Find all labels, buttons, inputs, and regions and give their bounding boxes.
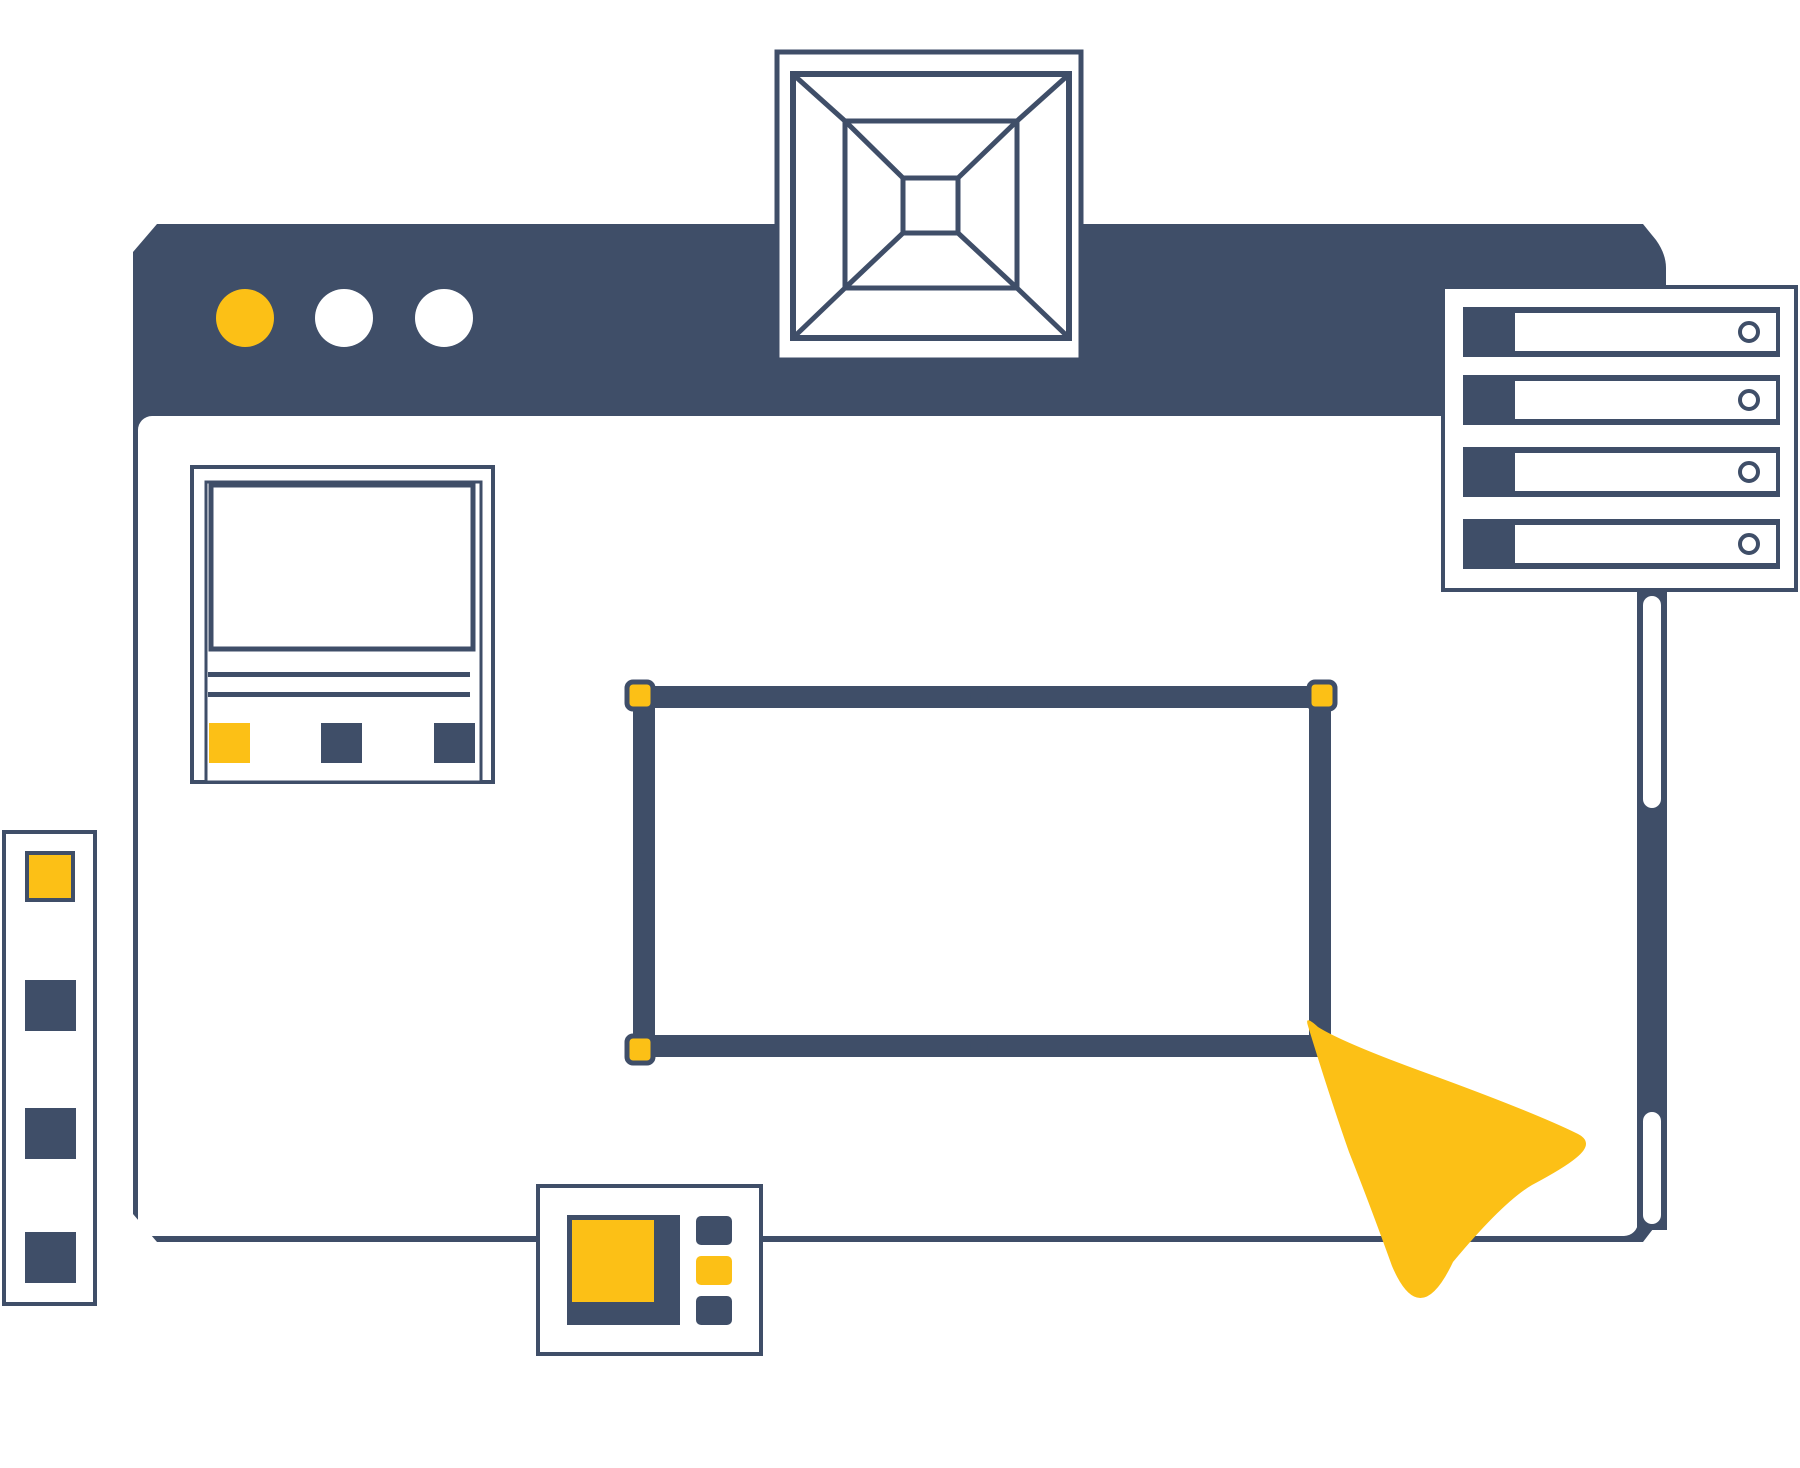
layer-thumbnail-front[interactable] [572, 1220, 654, 1302]
tool-item[interactable] [25, 980, 76, 1031]
scrollbar-thumb-lower [1643, 1112, 1661, 1224]
toggle-icon[interactable] [1738, 389, 1760, 411]
text-line [208, 692, 470, 697]
edge-handle[interactable] [1311, 863, 1329, 881]
maximize-dot[interactable] [415, 289, 473, 347]
resize-handle[interactable] [1306, 679, 1338, 712]
3d-box-icon [794, 75, 1068, 337]
color-swatch-navy[interactable] [321, 723, 362, 763]
toggle-icon[interactable] [1738, 533, 1760, 555]
tool-item[interactable] [25, 1108, 76, 1159]
preview-image-placeholder [208, 482, 476, 652]
edge-handle[interactable] [635, 863, 653, 881]
preview-card [190, 465, 495, 784]
minimize-dot[interactable] [315, 289, 373, 347]
edge-handle[interactable] [970, 1037, 988, 1055]
close-dot[interactable] [216, 289, 274, 347]
text-line [208, 672, 470, 677]
color-swatch-navy[interactable] [434, 723, 475, 763]
layers-card [536, 1184, 763, 1356]
scrollbar-thumb[interactable] [1643, 596, 1661, 808]
edge-handle[interactable] [970, 688, 988, 706]
toggle-icon[interactable] [1738, 321, 1760, 343]
toggle-icon[interactable] [1738, 461, 1760, 483]
3d-box-card [774, 49, 1084, 363]
resize-handle[interactable] [624, 1033, 656, 1066]
list-row[interactable] [1463, 307, 1780, 357]
cursor-arrow-icon [1307, 1020, 1586, 1299]
list-row[interactable] [1463, 375, 1780, 425]
layer-item-active[interactable] [696, 1256, 732, 1285]
list-row[interactable] [1463, 447, 1780, 497]
layer-item[interactable] [696, 1296, 732, 1325]
tool-item-active[interactable] [25, 851, 75, 902]
selection-frame[interactable] [624, 679, 1338, 1066]
resize-handle[interactable] [624, 679, 656, 712]
color-swatch-accent[interactable] [209, 723, 250, 763]
layer-item[interactable] [696, 1216, 732, 1245]
tool-item[interactable] [25, 1232, 76, 1283]
list-card [1441, 285, 1798, 1230]
list-row[interactable] [1463, 519, 1780, 569]
tool-strip [2, 830, 97, 1306]
